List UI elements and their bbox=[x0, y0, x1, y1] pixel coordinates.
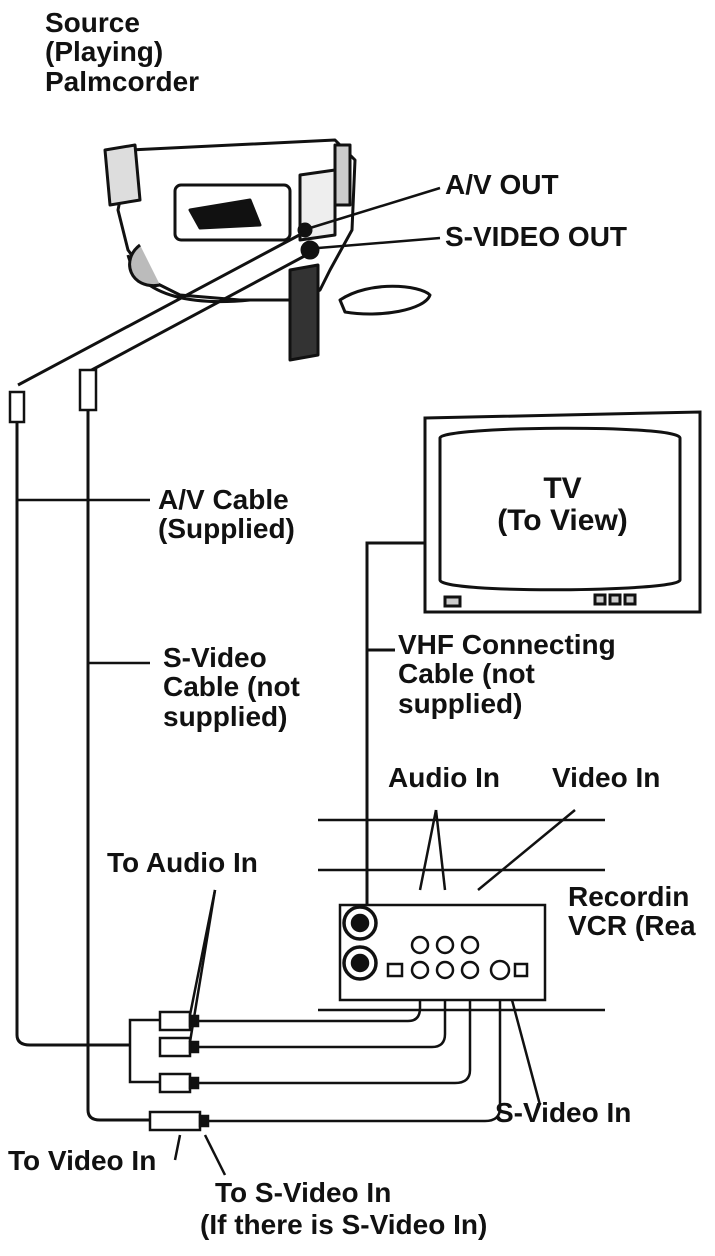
recording-vcr-label: Recordin VCR (Rea bbox=[568, 882, 696, 941]
tv-label: TV (To View) bbox=[475, 473, 650, 536]
s-video-in-label: S-Video In bbox=[495, 1097, 632, 1128]
cables bbox=[8, 230, 313, 1122]
source-label-line2: (Playing) bbox=[45, 36, 164, 68]
recording-vcr-label-line1: Recordin bbox=[568, 881, 690, 912]
vhf-cable-label: VHF Connecting Cable (not supplied) bbox=[398, 629, 616, 719]
audio-in-label: Audio In bbox=[388, 762, 500, 793]
vhf-cable bbox=[365, 541, 425, 915]
to-s-video-in-label: To S-Video In bbox=[215, 1177, 392, 1208]
vcr-illustration bbox=[318, 818, 605, 1012]
recording-vcr-label-line2: VCR (Rea bbox=[568, 910, 696, 942]
source-label-line1: Source bbox=[45, 7, 140, 38]
av-cable-label: A/V Cable (Supplied) bbox=[158, 485, 295, 544]
s-video-cable-label-line2: Cable (not bbox=[163, 671, 300, 703]
s-video-cable-label-line1: S-Video bbox=[163, 642, 267, 673]
av-out-label: A/V OUT bbox=[445, 169, 559, 200]
vcr-wires bbox=[198, 945, 502, 1123]
camcorder-illustration bbox=[103, 138, 432, 362]
vhf-cable-label-line1: VHF Connecting bbox=[398, 629, 616, 660]
video-in-label: Video In bbox=[552, 762, 661, 793]
vhf-cable-label-line3: supplied) bbox=[398, 687, 523, 719]
if-s-video-in-label: (If there is S-Video In) bbox=[200, 1209, 488, 1240]
s-video-cable-label-line3: supplied) bbox=[163, 700, 288, 732]
s-video-cable-label: S-Video Cable (not supplied) bbox=[163, 642, 300, 732]
s-video-out-label: S-VIDEO OUT bbox=[445, 221, 628, 252]
camcorder-leader-lines bbox=[309, 186, 441, 250]
vhf-cable-label-line2: Cable (not bbox=[398, 658, 535, 690]
av-cable-label-line2: (Supplied) bbox=[158, 513, 295, 545]
source-label: Source (Playing) Palmcorder bbox=[45, 7, 200, 97]
to-audio-in-label: To Audio In bbox=[107, 847, 258, 878]
av-cable-label-line1: A/V Cable bbox=[158, 484, 289, 515]
tv-illustration bbox=[423, 410, 702, 614]
source-label-line3: Palmcorder bbox=[45, 65, 200, 97]
tv-label-line2: (To View) bbox=[497, 503, 628, 537]
tv-label-line1: TV bbox=[543, 472, 582, 505]
plug-cluster bbox=[128, 1010, 210, 1132]
label-leaders bbox=[17, 498, 576, 1176]
to-video-in-label: To Video In bbox=[8, 1145, 157, 1176]
